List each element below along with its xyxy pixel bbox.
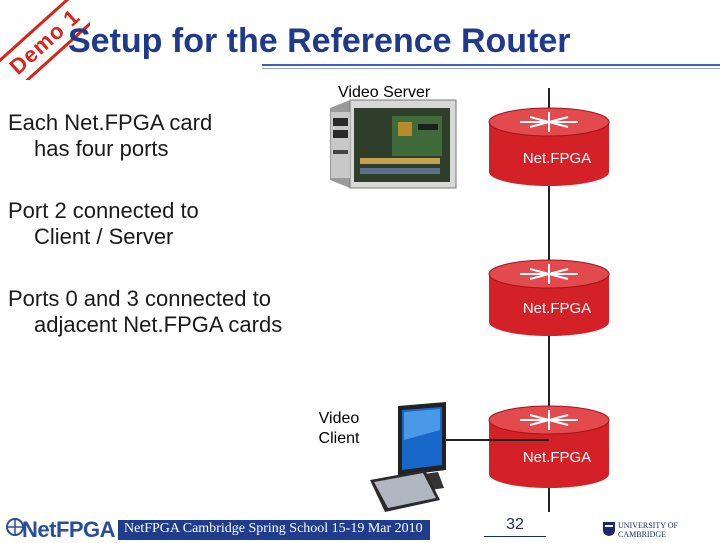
university-name: UNIVERSITY OF CAMBRIDGE	[618, 521, 678, 539]
footer-event-text: NetFPGA Cambridge Spring School 15-19 Ma…	[124, 521, 423, 536]
video-server-icon	[330, 99, 457, 189]
title-underline-secondary	[262, 68, 720, 69]
bullet-ports-line2: has four ports	[34, 136, 169, 161]
video-server-label: Video Server	[338, 84, 431, 101]
netfpga-node-3-label: Net.FPGA	[522, 449, 592, 466]
page-number-underline	[484, 536, 546, 537]
bullet-ports-line1: Each Net.FPGA card	[8, 110, 213, 135]
netfpga-node-3	[488, 405, 610, 488]
slide-title: Setup for the Reference Router	[68, 22, 571, 60]
page-number: 32	[506, 516, 524, 533]
university-name-line1: UNIVERSITY OF	[618, 521, 678, 530]
university-name-line2: CAMBRIDGE	[618, 530, 667, 539]
netfpga-node-2-label: Net.FPGA	[522, 300, 592, 317]
video-client-icon	[370, 402, 446, 512]
video-client-label-line2: Client	[318, 430, 360, 447]
netfpga-node-2	[488, 259, 610, 336]
netfpga-logo: NetFPGA	[22, 517, 116, 542]
bullet-port2-line1: Port 2 connected to	[8, 198, 199, 223]
footer-bar	[118, 520, 430, 540]
video-client-label-line1: Video	[318, 410, 360, 427]
netfpga-node-1	[488, 107, 610, 186]
netfpga-logo-icon	[6, 518, 24, 536]
bullet-adjacent-line2: adjacent Net.FPGA cards	[34, 312, 283, 337]
bullet-port2-line2: Client / Server	[34, 224, 174, 249]
university-crest-icon	[603, 522, 615, 536]
title-underline	[262, 64, 720, 66]
bullet-adjacent-line1: Ports 0 and 3 connected to	[8, 286, 271, 311]
netfpga-node-1-label: Net.FPGA	[522, 150, 592, 167]
